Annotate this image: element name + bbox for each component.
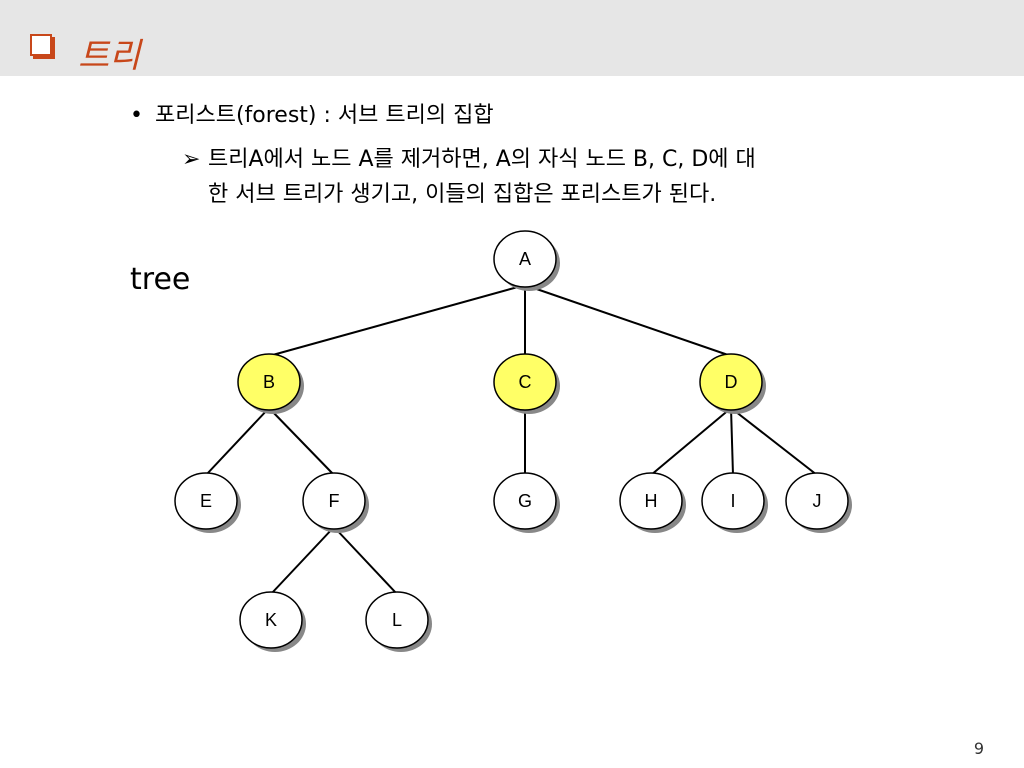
tree-node-circle-I — [701, 472, 765, 530]
tree-node-circle-L — [365, 591, 429, 649]
sub-bullet-text-line2: 한 서브 트리가 생기고, 이들의 집합은 포리스트가 된다. — [208, 182, 717, 207]
tree-node-circle-H — [619, 472, 683, 530]
tree-edges — [205, 284, 818, 595]
tree-node-H: H — [619, 472, 686, 533]
bullet-text: 포리스트(forest) : 서브 트리의 집합 — [154, 103, 494, 128]
tree-edge-B-F — [268, 407, 335, 476]
tree-edge-B-E — [205, 407, 270, 476]
tree-node-label-B: B — [263, 372, 275, 392]
tree-node-circle-K — [239, 591, 303, 649]
checkbox-bullet-icon — [30, 34, 52, 56]
tree-node-label-A: A — [519, 249, 531, 269]
tree-node-label-I: I — [730, 491, 735, 511]
tree-node-label-J: J — [813, 491, 822, 511]
tree-node-G: G — [493, 472, 560, 533]
tree-edge-A-B — [268, 284, 526, 357]
tree-node-circle-J — [785, 472, 849, 530]
title-bar — [0, 0, 1024, 76]
tree-node-label-D: D — [725, 372, 738, 392]
tree-node-L: L — [365, 591, 432, 652]
tree-node-B: B — [237, 353, 304, 414]
tree-node-circle-D — [699, 353, 763, 411]
tree-node-circle-B — [237, 353, 301, 411]
tree-node-label-K: K — [265, 610, 277, 630]
tree-node-label-E: E — [200, 491, 212, 511]
tree-node-A: A — [493, 230, 560, 291]
slide-title: 트리 — [78, 36, 141, 76]
tree-node-C: C — [493, 353, 560, 414]
bullet-item-forest: • 포리스트(forest) : 서브 트리의 집합 — [130, 97, 494, 129]
tree-node-circle-A — [493, 230, 557, 288]
tree-node-F: F — [302, 472, 369, 533]
sub-bullet-text-line1: 트리A에서 노드 A를 제거하면, A의 자식 노드 B, C, D에 대 — [208, 147, 756, 172]
tree-node-circle-F — [302, 472, 366, 530]
tree-node-label-H: H — [645, 491, 658, 511]
tree-edge-D-H — [650, 407, 732, 476]
tree-node-E: E — [174, 472, 241, 533]
tree-edge-D-I — [730, 407, 734, 476]
tree-nodes: A B C D E F G H I J K L — [174, 230, 852, 652]
page-number: 9 — [973, 739, 984, 758]
tree-label: tree — [130, 262, 191, 297]
bullet-dot-icon: • — [130, 103, 143, 128]
tree-edge-F-L — [333, 526, 398, 595]
tree-node-label-G: G — [518, 491, 532, 511]
tree-node-D: D — [699, 353, 766, 414]
tree-node-circle-E — [174, 472, 238, 530]
tree-edge-A-D — [524, 284, 732, 357]
tree-node-circle-C — [493, 353, 557, 411]
tree-node-label-L: L — [392, 610, 402, 630]
arrow-bullet-icon: ➢ — [182, 147, 201, 172]
tree-node-label-F: F — [329, 491, 340, 511]
tree-node-J: J — [785, 472, 852, 533]
tree-edge-F-K — [270, 526, 335, 595]
tree-node-label-C: C — [519, 372, 532, 392]
tree-edge-D-J — [730, 407, 818, 476]
tree-node-circle-G — [493, 472, 557, 530]
tree-node-K: K — [239, 591, 306, 652]
tree-node-I: I — [701, 472, 768, 533]
